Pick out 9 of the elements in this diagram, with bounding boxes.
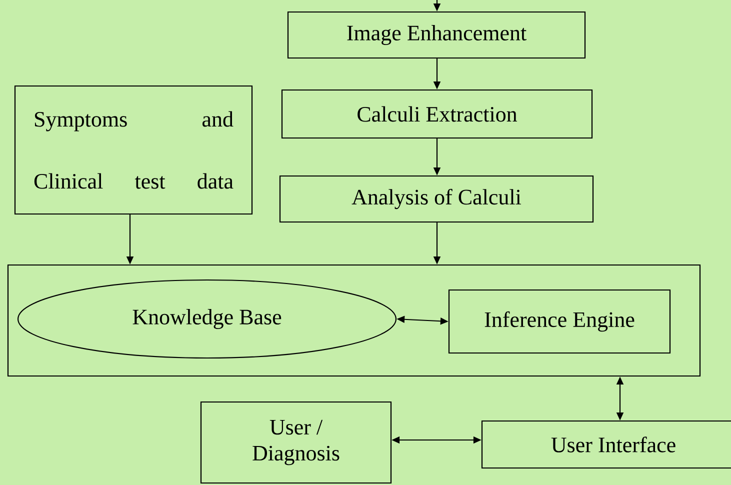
process-box: Calculi Extraction (281, 89, 593, 139)
process-box: User Interface (481, 420, 731, 469)
group-box (7, 264, 701, 377)
process-box: Symptoms and Clinical test data (14, 85, 253, 215)
process-box: Analysis of Calculi (279, 175, 594, 223)
process-box: Image Enhancement (287, 11, 586, 59)
process-box: Inference Engine (448, 289, 671, 354)
ellipse-node: Knowledge Base (17, 279, 397, 359)
process-box: User / Diagnosis (200, 401, 392, 484)
